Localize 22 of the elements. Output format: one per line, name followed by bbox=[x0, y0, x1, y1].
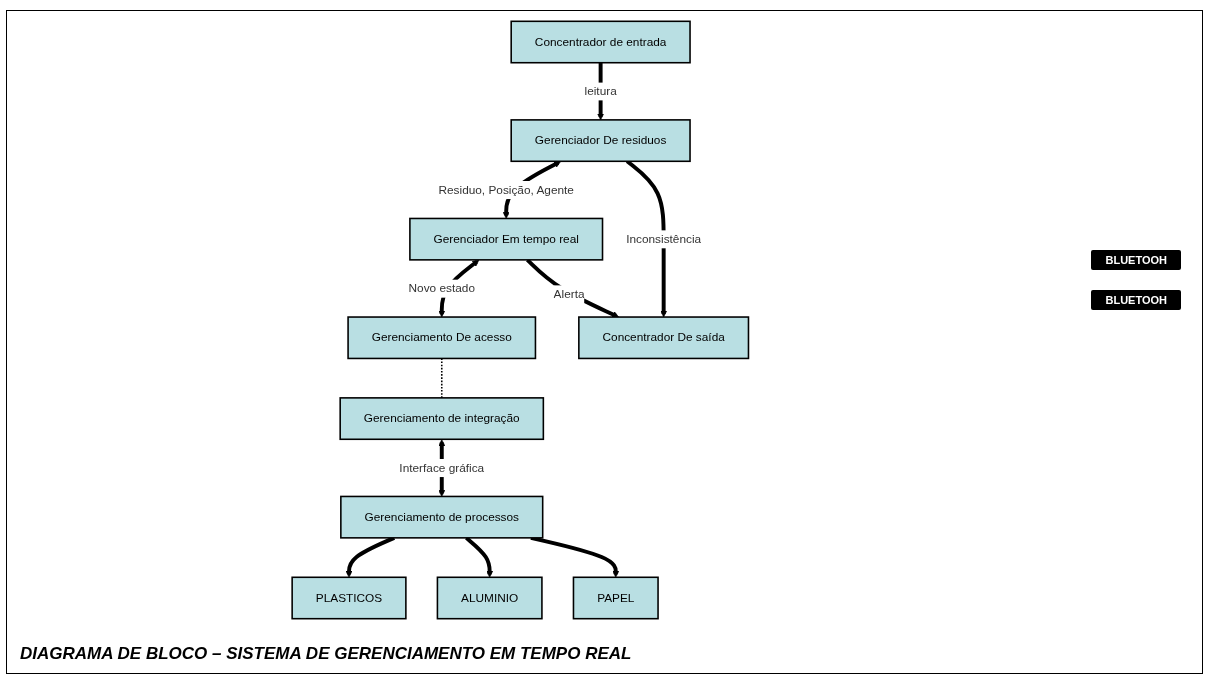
edge-label: Novo estado bbox=[408, 281, 475, 295]
node-box: PAPEL bbox=[572, 576, 659, 620]
node-box: Gerenciamento De acesso bbox=[346, 316, 536, 360]
edge-label: Interface gráfica bbox=[399, 460, 484, 474]
node-box: Concentrador de entrada bbox=[510, 20, 691, 64]
tag-label: BLUETOOH bbox=[1091, 290, 1181, 310]
node-box: Gerenciamento de processos bbox=[339, 495, 544, 539]
arrow bbox=[345, 536, 395, 578]
node-box: Gerenciador De residuos bbox=[510, 119, 691, 163]
tag-label: BLUETOOH bbox=[1091, 250, 1181, 270]
edge-label: Residuo, Posição, Agente bbox=[438, 182, 574, 196]
arrow bbox=[525, 258, 619, 318]
edge-label: Alerta bbox=[553, 286, 585, 301]
node-box: PLASTICOS bbox=[291, 576, 407, 620]
node-box: ALUMINIO bbox=[436, 576, 543, 620]
node-box: Gerenciamento de integração bbox=[339, 397, 544, 441]
caption: DIAGRAMA DE BLOCO – SISTEMA DE GERENCIAMENTO EM TEMPO REAL bbox=[20, 644, 632, 664]
arrow bbox=[464, 536, 493, 578]
node-box: Concentrador De saída bbox=[577, 316, 749, 360]
edge-label: Inconsistência bbox=[625, 231, 701, 246]
node-box: Gerenciador Em tempo real bbox=[408, 217, 603, 261]
edge-label: leitura bbox=[584, 84, 617, 98]
